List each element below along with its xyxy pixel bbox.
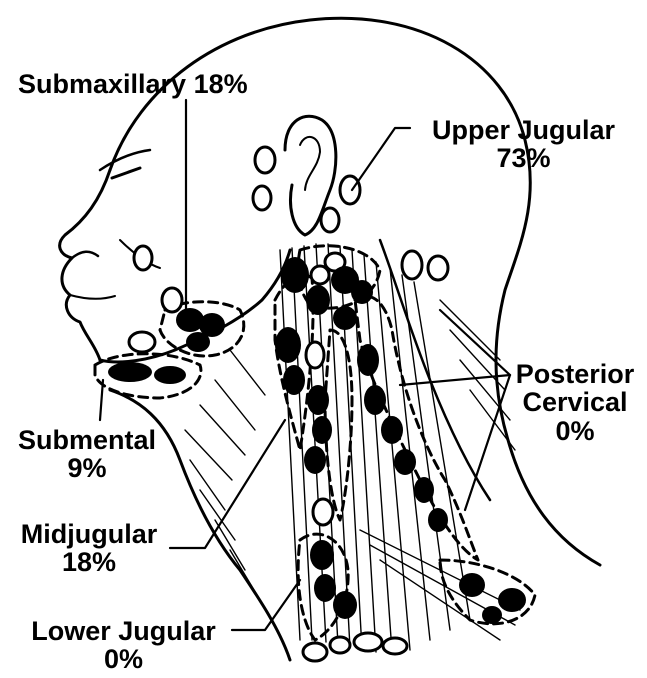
- label-submental: Submental 9%: [2, 426, 172, 483]
- nose: [72, 252, 98, 258]
- label-submental-name: Submental: [2, 426, 172, 454]
- label-posterior-cervical-pct: 0%: [505, 417, 645, 445]
- label-lower-jugular: Lower Jugular 0%: [16, 617, 231, 674]
- label-submaxillary-pct: 18%: [194, 69, 248, 99]
- label-lower-jugular-name: Lower Jugular: [16, 617, 231, 645]
- label-upper-jugular-pct: 73%: [416, 144, 631, 172]
- label-upper-jugular: Upper Jugular 73%: [416, 116, 631, 173]
- label-submaxillary-name: Submaxillary: [18, 69, 186, 99]
- ear-inner: [300, 137, 320, 190]
- eye: [112, 168, 140, 178]
- face-profile: [60, 170, 110, 360]
- label-submaxillary: Submaxillary 18%: [18, 70, 248, 98]
- label-submental-pct: 9%: [2, 454, 172, 482]
- label-upper-jugular-name: Upper Jugular: [416, 116, 631, 144]
- brow: [100, 150, 150, 170]
- label-midjugular: Midjugular 18%: [10, 520, 168, 577]
- label-lower-jugular-pct: 0%: [16, 645, 231, 673]
- label-posterior-cervical-line2: Cervical: [505, 388, 645, 416]
- label-midjugular-pct: 18%: [10, 548, 168, 576]
- label-posterior-cervical-line1: Posterior: [505, 360, 645, 388]
- label-midjugular-name: Midjugular: [10, 520, 168, 548]
- label-posterior-cervical: Posterior Cervical 0%: [505, 360, 645, 445]
- mouth-line: [70, 295, 115, 299]
